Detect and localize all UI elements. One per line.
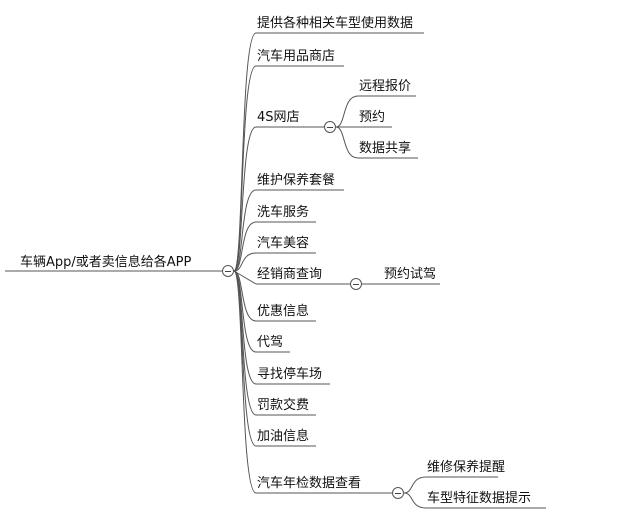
- branch-node[interactable]: 汽车用品商店: [257, 49, 336, 64]
- leaf-node[interactable]: 数据共享: [359, 141, 412, 156]
- branch-node[interactable]: 汽车美容: [257, 236, 310, 251]
- branch-node[interactable]: 提供各种相关车型使用数据: [257, 16, 414, 31]
- annual-check-collapse-toggle[interactable]: [392, 487, 404, 499]
- root-collapse-toggle[interactable]: [222, 265, 234, 277]
- leaf-node[interactable]: 预约试驾: [384, 267, 437, 282]
- leaf-node[interactable]: 预约: [359, 110, 386, 125]
- leaf-node[interactable]: 维修保养提醒: [427, 460, 506, 475]
- branch-node[interactable]: 寻找停车场: [257, 367, 323, 382]
- root-node[interactable]: 车辆App/或者卖信息给各APP: [20, 255, 192, 270]
- 4s-collapse-toggle[interactable]: [324, 121, 336, 133]
- branch-node[interactable]: 汽车年检数据查看: [257, 476, 362, 491]
- branch-node[interactable]: 维护保养套餐: [257, 173, 336, 188]
- leaf-node[interactable]: 车型特征数据提示: [427, 491, 532, 506]
- branch-node[interactable]: 优惠信息: [257, 304, 310, 319]
- branch-node[interactable]: 代驾: [257, 335, 284, 350]
- branch-node[interactable]: 经销商查询: [257, 267, 323, 282]
- dealer-collapse-toggle[interactable]: [350, 278, 362, 290]
- branch-node[interactable]: 罚款交费: [257, 398, 310, 413]
- branch-node[interactable]: 4S网店: [257, 110, 300, 125]
- leaf-node[interactable]: 远程报价: [359, 79, 412, 94]
- branch-node[interactable]: 洗车服务: [257, 205, 310, 220]
- branch-node[interactable]: 加油信息: [257, 429, 310, 444]
